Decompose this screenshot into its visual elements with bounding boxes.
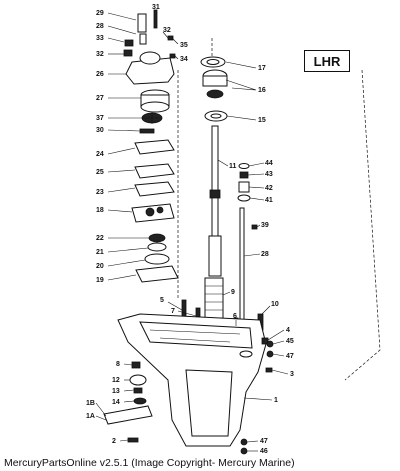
- water-tube-seal-18: [131, 203, 175, 223]
- assembly-guide-line: [344, 69, 381, 381]
- callout-25: 25: [96, 169, 104, 176]
- callout-35: 35: [180, 42, 188, 49]
- callout-32-b: 32: [96, 51, 104, 58]
- bolt-2: [127, 437, 139, 443]
- pump-base-28-29: [123, 13, 147, 57]
- callout-32: 32: [163, 27, 171, 34]
- callout-11: 11: [229, 163, 237, 170]
- callout-22: 22: [96, 235, 104, 242]
- callout-47: 47: [286, 353, 294, 360]
- callout-44: 44: [265, 160, 273, 167]
- gear-housing-1: [117, 313, 267, 447]
- callout-9: 9: [231, 289, 235, 296]
- callout-17: 17: [258, 65, 266, 72]
- callout-43: 43: [265, 171, 273, 178]
- bolt-31: [153, 9, 158, 29]
- callout-10: 10: [271, 301, 279, 308]
- callout-28-shift: 28: [261, 251, 269, 258]
- pump-housing-26: [125, 51, 175, 85]
- callout-13: 13: [112, 388, 120, 395]
- washer-34: [169, 53, 176, 59]
- gasket-20-plate-19: [135, 253, 179, 283]
- image-caption: MercuryPartsOnline v2.5.1 (Image Copyrig…: [4, 457, 295, 469]
- callout-31: 31: [152, 4, 160, 11]
- bearing-cup-17: [200, 56, 226, 68]
- callout-1A: 1A: [86, 413, 95, 420]
- fitting-4: [261, 337, 269, 345]
- callout-34: 34: [180, 56, 188, 63]
- callout-21: 21: [96, 249, 104, 256]
- impeller-insert-27: [140, 89, 170, 113]
- callout-30: 30: [96, 127, 104, 134]
- model-label: LHR: [304, 50, 350, 72]
- callout-42: 42: [265, 185, 273, 192]
- trim-tab-1A-1B: [103, 405, 153, 425]
- callout-14: 14: [112, 399, 120, 406]
- key-30: [139, 128, 155, 134]
- bearing-22-washer-21: [147, 233, 167, 252]
- callout-3: 3: [290, 371, 294, 378]
- callout-23: 23: [96, 189, 104, 196]
- shaft-sleeve-9: [204, 277, 224, 319]
- callout-4: 4: [286, 327, 290, 334]
- callout-1B: 1B: [86, 400, 95, 407]
- drive-shaft-11: [208, 125, 222, 277]
- callout-27: 27: [96, 95, 104, 102]
- bearing-16: [202, 69, 228, 99]
- callout-33: 33: [96, 35, 104, 42]
- callout-6: 6: [233, 313, 237, 320]
- washer-46: [240, 447, 248, 455]
- gaskets-plates-24-23: [134, 139, 175, 197]
- callout-26: 26: [96, 71, 104, 78]
- callout-46: 46: [260, 448, 268, 455]
- callout-47-lower: 47: [260, 438, 268, 445]
- callout-37: 37: [96, 115, 104, 122]
- callout-8: 8: [116, 361, 120, 368]
- callout-29: 29: [96, 10, 104, 17]
- callout-28: 28: [96, 23, 104, 30]
- shift-shaft-28: [239, 207, 245, 339]
- callout-16: 16: [258, 87, 266, 94]
- washer-45: [266, 340, 274, 348]
- impeller-37: [141, 112, 163, 124]
- callout-39: 39: [261, 222, 269, 229]
- callout-45: 45: [286, 338, 294, 345]
- callout-41: 41: [265, 197, 273, 204]
- callout-7: 7: [171, 308, 175, 315]
- callout-19: 19: [96, 277, 104, 284]
- leader-lines: [95, 12, 289, 452]
- water-screen-8-12-13-14: [129, 361, 147, 405]
- callout-20: 20: [96, 263, 104, 270]
- screw-47: [266, 350, 274, 358]
- callout-labels: 29 31 28 32 33 35 32 34 26 17 16 27 37 1…: [86, 4, 294, 455]
- callout-24: 24: [96, 151, 104, 158]
- bearing-race-15: [204, 110, 228, 122]
- shift-parts-44-41: [237, 163, 251, 202]
- callout-5: 5: [160, 297, 164, 304]
- callout-15: 15: [258, 117, 266, 124]
- screw-47-lower: [240, 438, 248, 446]
- callout-18: 18: [96, 207, 104, 214]
- callout-1: 1: [274, 397, 278, 404]
- callout-2: 2: [112, 438, 116, 445]
- clip-39: [251, 224, 258, 230]
- plug-3: [265, 367, 273, 373]
- callout-12: 12: [112, 377, 120, 384]
